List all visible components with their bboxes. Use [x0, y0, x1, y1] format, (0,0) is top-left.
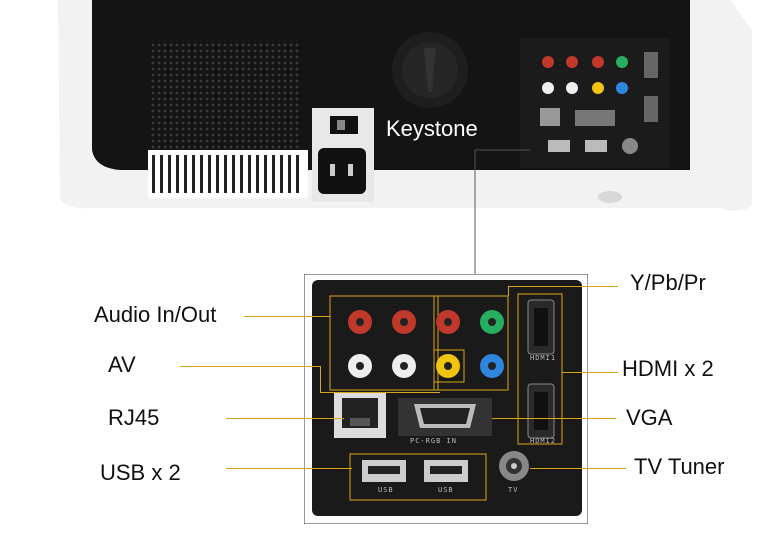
hdmi-leader: [562, 372, 618, 373]
zoomed-port-panel: [304, 274, 588, 524]
vga-leader: [492, 418, 616, 419]
rj45-port: [334, 392, 386, 438]
usb-ports: [349, 453, 487, 501]
rj45-label: RJ45: [108, 405, 160, 430]
vga-port: [398, 398, 492, 436]
hdmi-ports: [517, 293, 563, 445]
vga-label: VGA: [626, 405, 673, 430]
av-leader: [180, 366, 320, 367]
tv-leader: [530, 468, 626, 469]
av-label: AV: [108, 352, 136, 377]
keystone-label: Keystone: [386, 116, 478, 141]
ypbpr-label: Y/Pb/Pr: [630, 270, 706, 295]
ypbpr-leader: [508, 286, 618, 287]
hdmi1-text: HDMI1: [530, 354, 557, 362]
usb-label: USB x 2: [100, 460, 181, 485]
audio-label: Audio In/Out: [94, 302, 217, 327]
av-leader-v: [320, 366, 321, 392]
tv-tuner-label: TV Tuner: [634, 454, 725, 479]
rca-jacks: [348, 310, 504, 378]
hdmi2-text: HDMI2: [530, 437, 557, 445]
vent-grid: [150, 40, 300, 150]
rear-port-cluster: [520, 38, 670, 168]
power-socket: [312, 108, 374, 202]
tv-text: TV: [508, 486, 519, 494]
pc-rgb-text: PC-RGB IN: [410, 437, 457, 445]
vent-bars: [148, 150, 308, 198]
usb-a-text: USB: [378, 486, 394, 494]
usb-leader: [226, 468, 352, 469]
audio-leader: [244, 316, 330, 317]
usb-b-text: USB: [438, 486, 454, 494]
rj45-leader: [226, 418, 344, 419]
tv-tuner-port: [499, 451, 529, 481]
av-leader-h2: [320, 392, 440, 393]
hdmi-label: HDMI x 2: [622, 356, 714, 381]
ypbpr-leader-v: [508, 286, 509, 296]
